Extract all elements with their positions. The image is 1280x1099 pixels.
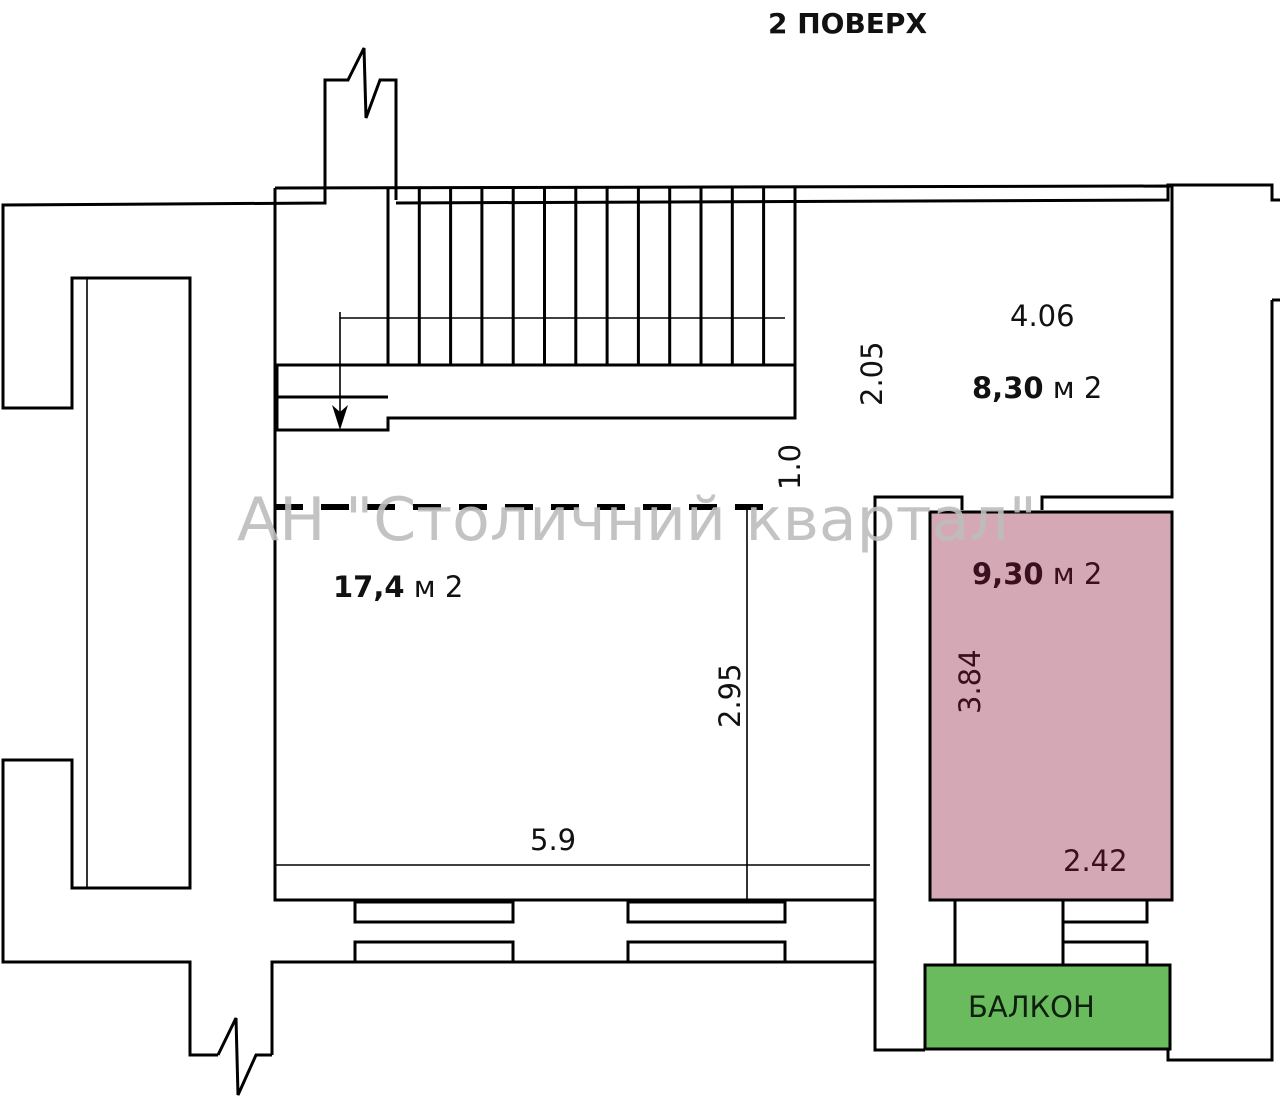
balcony — [923, 963, 1172, 1051]
hall-area: 8,30 м 2 — [972, 371, 1102, 405]
main-area-unit: м 2 — [414, 570, 464, 604]
staircase — [275, 188, 797, 432]
bedroom-dim-height: 3.84 — [953, 649, 987, 714]
bedroom-area-value: 9,30 — [972, 557, 1044, 591]
stair-dim: 1.0 — [773, 444, 807, 490]
hall-area-unit: м 2 — [1053, 371, 1103, 405]
dimension-lines — [275, 507, 870, 900]
arrow-down-icon — [332, 405, 348, 430]
interior-walls — [273, 184, 1174, 962]
main-area-value: 17,4 — [333, 570, 405, 604]
hall-dim-width: 4.06 — [1010, 299, 1075, 333]
windows — [353, 900, 787, 964]
balcony-label: БАЛКОН — [968, 990, 1095, 1024]
bedroom-area-unit: м 2 — [1053, 557, 1103, 591]
hall-dim-height: 2.05 — [855, 341, 889, 406]
main-room-area: 17,4 м 2 — [333, 570, 463, 604]
watermark: АН "Столичний квартал" — [237, 485, 1037, 555]
main-dim-height: 2.95 — [713, 663, 747, 728]
floor-title: 2 ПОВЕРХ — [768, 7, 927, 40]
main-dim-width: 5.9 — [530, 823, 576, 857]
hall-area-value: 8,30 — [972, 371, 1044, 405]
bedroom-area: 9,30 м 2 — [972, 557, 1102, 591]
bedroom-room — [928, 510, 1174, 902]
bedroom-dim-width: 2.42 — [1063, 844, 1128, 878]
bedroom-window — [953, 900, 1149, 965]
